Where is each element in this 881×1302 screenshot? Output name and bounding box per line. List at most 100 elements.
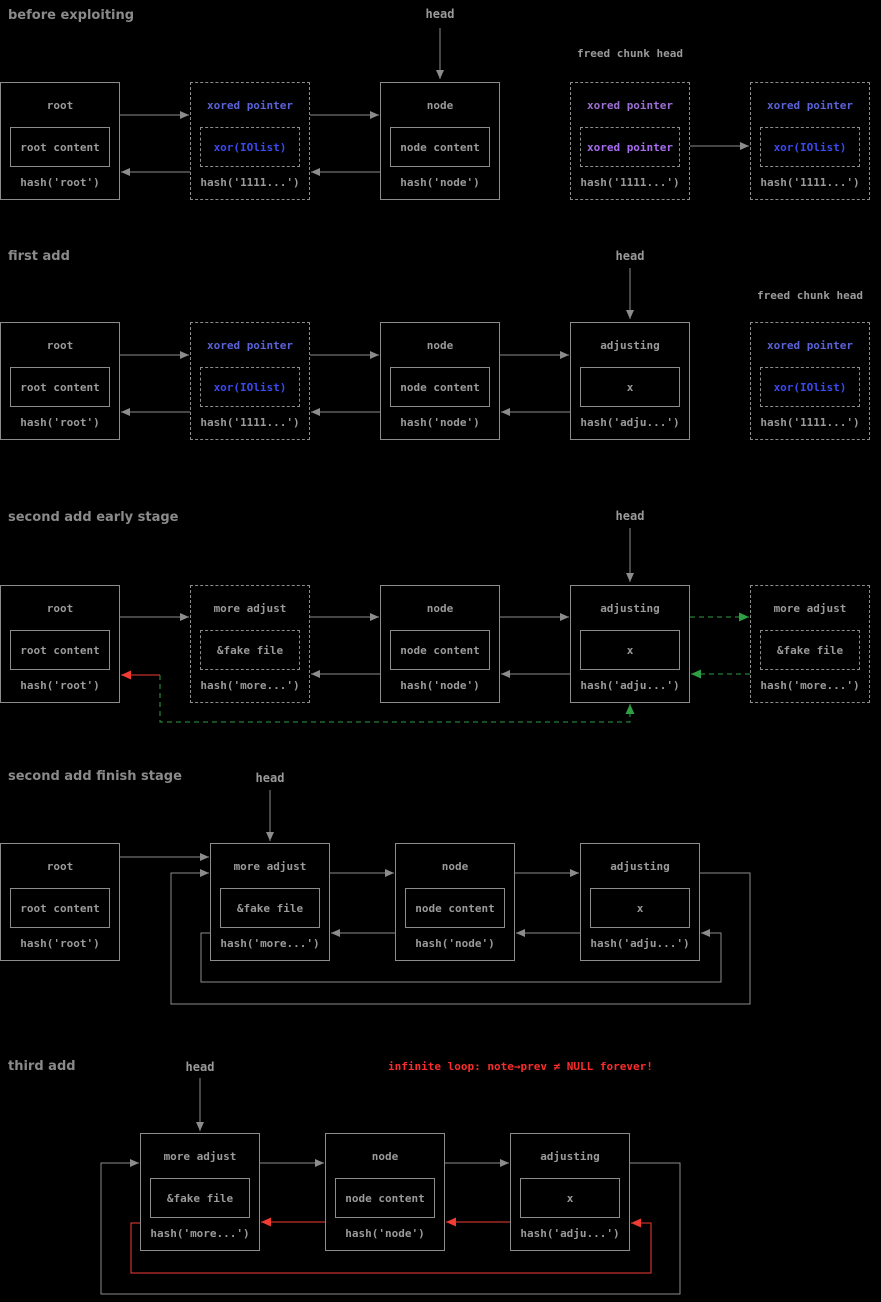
- box-title: xored pointer: [766, 99, 854, 112]
- box-more-adjust-left-s3: more adjust &fake file hash('more...'): [190, 585, 310, 703]
- wire-moreadjust-loop-to-adjusting-s4: [200, 929, 722, 983]
- box-adjusting-s3: adjusting x hash('adju...'): [570, 585, 690, 703]
- box-inner: root content: [10, 127, 110, 167]
- box-hash: hash('more...'): [200, 679, 300, 692]
- section-title-first-add: first add: [8, 249, 70, 264]
- box-title: root: [46, 860, 74, 873]
- section-title-before-exploiting: before exploiting: [8, 8, 135, 23]
- head-label-s3: head: [615, 509, 645, 523]
- infinite-loop-annotation: infinite loop: note→prev ≠ NULL forever!: [388, 1060, 653, 1073]
- box-inner: &fake file: [150, 1178, 250, 1218]
- box-hash: hash('1111...'): [580, 176, 680, 189]
- box-hash: hash('more...'): [150, 1227, 250, 1240]
- box-title: more adjust: [213, 602, 287, 615]
- wire-green-fake-to-adjusting-s3: [159, 675, 635, 723]
- box-inner: root content: [10, 630, 110, 670]
- box-inner: xor(IOlist): [760, 367, 860, 407]
- head-label-s4: head: [255, 771, 285, 785]
- box-freed-chunk-2-s1: xored pointer xor(IOlist) hash('1111...'…: [750, 82, 870, 200]
- box-title: adjusting: [600, 602, 660, 615]
- box-inner: root content: [10, 888, 110, 928]
- box-more-adjust-s5: more adjust &fake file hash('more...'): [140, 1133, 260, 1251]
- box-hash: hash('root'): [20, 679, 100, 692]
- box-hash: hash('more...'): [220, 937, 320, 950]
- box-hash: hash('1111...'): [760, 416, 860, 429]
- box-title: node: [441, 860, 469, 873]
- box-xored-pointer-s1: xored pointer xor(IOlist) hash('1111...'…: [190, 82, 310, 200]
- box-title: adjusting: [600, 339, 660, 352]
- box-node-s4: node node content hash('node'): [395, 843, 515, 961]
- box-root-s3: root root content hash('root'): [0, 585, 120, 703]
- box-inner: x: [580, 367, 680, 407]
- box-hash: hash('node'): [400, 416, 480, 429]
- head-label-s1: head: [425, 7, 455, 21]
- box-more-adjust-s4: more adjust &fake file hash('more...'): [210, 843, 330, 961]
- head-label-s2: head: [615, 249, 645, 263]
- box-inner: xored pointer: [580, 127, 680, 167]
- box-hash: hash('adju...'): [580, 416, 680, 429]
- box-title: root: [46, 339, 74, 352]
- box-hash: hash('node'): [400, 679, 480, 692]
- box-inner: xor(IOlist): [200, 367, 300, 407]
- box-hash: hash('root'): [20, 937, 100, 950]
- section-title-third-add: third add: [8, 1059, 76, 1074]
- box-title: more adjust: [773, 602, 847, 615]
- box-inner: node content: [390, 127, 490, 167]
- box-title: xored pointer: [206, 339, 294, 352]
- box-node-s3: node node content hash('node'): [380, 585, 500, 703]
- box-title: adjusting: [540, 1150, 600, 1163]
- freed-chunk-head-label-s1: freed chunk head: [577, 47, 683, 60]
- box-title: node: [371, 1150, 399, 1163]
- box-adjusting-s4: adjusting x hash('adju...'): [580, 843, 700, 961]
- box-xored-pointer-s2: xored pointer xor(IOlist) hash('1111...'…: [190, 322, 310, 440]
- box-node-s5: node node content hash('node'): [325, 1133, 445, 1251]
- box-hash: hash('1111...'): [760, 176, 860, 189]
- wire-adjusting-loop-to-moreadjust-s5: [100, 1159, 681, 1295]
- box-inner: xor(IOlist): [760, 127, 860, 167]
- box-hash: hash('node'): [415, 937, 495, 950]
- box-title: xored pointer: [766, 339, 854, 352]
- box-title: node: [426, 602, 454, 615]
- box-hash: hash('adju...'): [580, 679, 680, 692]
- section-title-second-add-early: second add early stage: [8, 510, 179, 525]
- box-adjusting-s2: adjusting x hash('adju...'): [570, 322, 690, 440]
- box-title: root: [46, 602, 74, 615]
- box-inner: node content: [405, 888, 505, 928]
- box-inner: node content: [335, 1178, 435, 1218]
- box-node-s1: node node content hash('node'): [380, 82, 500, 200]
- box-hash: hash('adju...'): [520, 1227, 620, 1240]
- box-more-adjust-right-s3: more adjust &fake file hash('more...'): [750, 585, 870, 703]
- box-inner: x: [580, 630, 680, 670]
- box-hash: hash('root'): [20, 176, 100, 189]
- box-root-s2: root root content hash('root'): [0, 322, 120, 440]
- box-inner: node content: [390, 367, 490, 407]
- box-adjusting-s5: adjusting x hash('adju...'): [510, 1133, 630, 1251]
- box-root-s1: root root content hash('root'): [0, 82, 120, 200]
- section-title-second-add-finish: second add finish stage: [8, 769, 182, 784]
- box-inner: x: [520, 1178, 620, 1218]
- box-inner: &fake file: [220, 888, 320, 928]
- wire-red-moreadjust-loop-to-adjusting-s5: [130, 1218, 652, 1274]
- box-inner: node content: [390, 630, 490, 670]
- box-hash: hash('adju...'): [590, 937, 690, 950]
- box-root-s4: root root content hash('root'): [0, 843, 120, 961]
- box-title: more adjust: [233, 860, 307, 873]
- box-inner: xor(IOlist): [200, 127, 300, 167]
- box-inner: root content: [10, 367, 110, 407]
- box-freed-chunk-1-s1: xored pointer xored pointer hash('1111..…: [570, 82, 690, 200]
- box-freed-chunk-s2: xored pointer xor(IOlist) hash('1111...'…: [750, 322, 870, 440]
- box-hash: hash('1111...'): [200, 176, 300, 189]
- box-title: adjusting: [610, 860, 670, 873]
- box-title: node: [426, 339, 454, 352]
- wire-adjusting-loop-to-moreadjust-s4: [170, 869, 751, 1005]
- box-inner: &fake file: [760, 630, 860, 670]
- box-inner: &fake file: [200, 630, 300, 670]
- box-title: node: [426, 99, 454, 112]
- freed-chunk-head-label-s2: freed chunk head: [757, 289, 863, 302]
- box-hash: hash('1111...'): [200, 416, 300, 429]
- box-hash: hash('root'): [20, 416, 100, 429]
- box-hash: hash('node'): [345, 1227, 425, 1240]
- box-title: root: [46, 99, 74, 112]
- box-inner: x: [590, 888, 690, 928]
